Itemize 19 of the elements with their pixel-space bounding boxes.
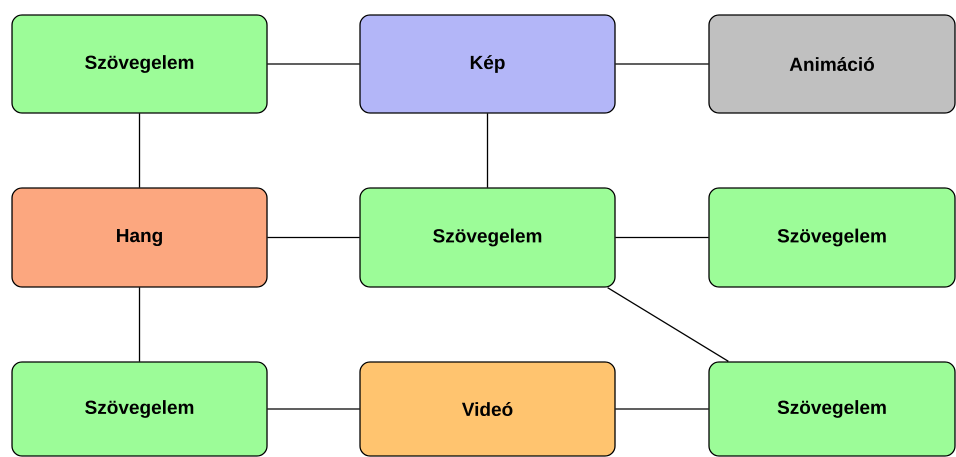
process-box: Szövegelem — [11, 14, 268, 114]
connector-line — [616, 236, 708, 238]
connector-line — [486, 114, 488, 188]
connector-line — [616, 408, 708, 410]
process-box: Animáció — [708, 14, 956, 114]
connector-line — [268, 408, 360, 410]
process-box: Szövegelem — [11, 361, 268, 457]
process-box: Szövegelem — [708, 187, 956, 288]
process-box: Kép — [359, 14, 616, 114]
connector-line — [138, 114, 140, 188]
connector-line — [616, 63, 708, 65]
connector-line — [138, 288, 140, 362]
connector-line — [268, 236, 360, 238]
connector-line — [268, 63, 360, 65]
connector-line — [607, 287, 729, 362]
process-box: Szövegelem — [708, 361, 956, 457]
process-box: Videó — [359, 361, 616, 457]
process-box: Hang — [11, 187, 268, 288]
process-box: Szövegelem — [359, 187, 616, 288]
